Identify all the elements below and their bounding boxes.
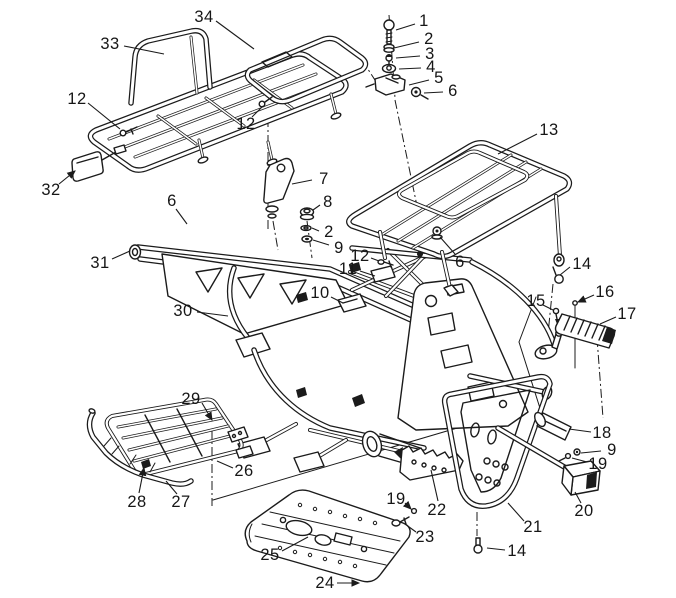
bolt-19b (410, 507, 418, 515)
callout-leader-6c (439, 236, 456, 255)
guard-clip-28 (141, 459, 151, 469)
callout-leader-14b (486, 547, 506, 551)
bolt-1 (383, 19, 395, 31)
callout-leader-3 (395, 55, 421, 59)
skid-plate (244, 489, 411, 583)
callout-leader-1 (395, 23, 416, 31)
callout-leader-2b (311, 227, 320, 232)
callout-leader-12a (87, 102, 121, 130)
bolt-19a (564, 452, 572, 460)
callout-leader-10 (330, 296, 344, 304)
front-rack (71, 31, 366, 182)
callout-leader-4 (398, 67, 422, 70)
callout-leader-15 (542, 304, 554, 311)
callout-leader-lines (58, 20, 617, 587)
callout-leader-22 (430, 469, 439, 502)
middle-hardware (263, 157, 396, 313)
hardware-stack (365, 19, 429, 100)
rear-rack (349, 143, 570, 297)
callout-leader-25 (281, 536, 309, 552)
callout-leader-29 (201, 402, 213, 421)
bolt-23 (391, 519, 401, 527)
callout-leader-5 (408, 79, 430, 86)
callout-leader-9a (312, 239, 330, 246)
callout-leader-26 (216, 460, 234, 469)
footrest-tab (227, 426, 249, 443)
callout-leader-9b (580, 450, 602, 454)
rack-tab-34 (261, 51, 293, 68)
bolt-12b (258, 100, 266, 108)
callout-leader-6 (423, 91, 444, 94)
plate-11 (370, 265, 396, 283)
callout-leader-30 (196, 311, 229, 317)
callout-leader-13 (497, 133, 538, 155)
callout-leader-28 (138, 466, 147, 494)
loose-bolts (391, 507, 483, 554)
main-frame (128, 245, 616, 506)
callout-leader-18 (568, 428, 592, 433)
callout-leader-21 (507, 502, 525, 522)
callout-leader-12b (251, 105, 264, 118)
callout-leader-34 (215, 20, 255, 50)
screw-16 (572, 300, 578, 306)
callout-leader-33 (123, 45, 165, 55)
callout-leader-31 (111, 250, 131, 260)
callout-leader-17 (599, 316, 617, 325)
callout-leader-20 (574, 491, 582, 504)
bolt-12a (119, 129, 127, 137)
callout-leader-2 (393, 41, 420, 49)
callout-leader-19a (571, 457, 588, 463)
callout-leader-19b (402, 500, 412, 510)
callout-leader-27 (165, 480, 178, 495)
callout-leader-8 (312, 204, 321, 211)
callout-leader-6b (175, 208, 188, 225)
callout-leader-14a (559, 266, 571, 276)
footpeg-left-22 (399, 445, 464, 481)
bolt-14a (554, 274, 564, 284)
callout-leader-32 (58, 170, 76, 185)
screw-15 (552, 307, 560, 315)
callout-leader-12c (370, 257, 380, 262)
bracket-7 (263, 157, 295, 204)
callout-leader-23 (404, 523, 417, 533)
callout-leader-11 (359, 270, 376, 277)
plate-10 (337, 293, 367, 313)
reflector-32 (71, 151, 104, 182)
callout-leader-7 (291, 179, 313, 185)
callout-leader-16 (576, 294, 595, 303)
left-footrest (88, 397, 254, 485)
